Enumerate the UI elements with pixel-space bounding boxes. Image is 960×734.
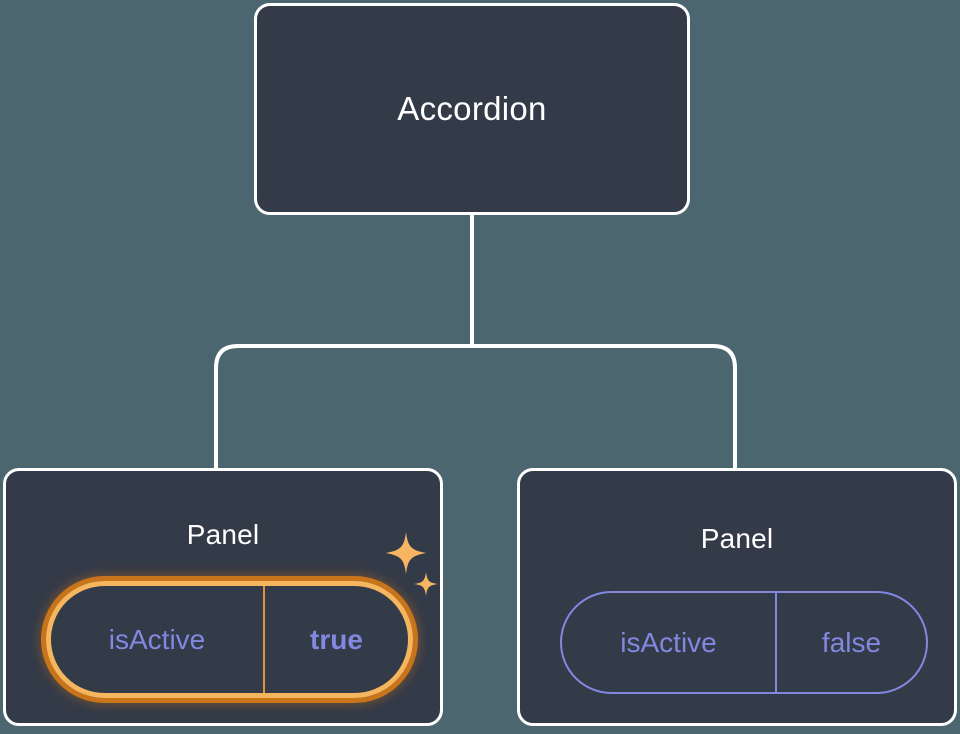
node-panel-inactive-title: Panel [700, 523, 774, 554]
node-accordion-title: Accordion [397, 90, 547, 127]
node-panel-active-title: Panel [186, 519, 260, 550]
node-accordion[interactable]: Accordion [254, 3, 690, 215]
node-panel-active[interactable]: Panel isActive true [3, 468, 443, 726]
prop-pill-inner-ring: isActive true [46, 581, 413, 698]
prop-key-label: isActive [51, 586, 265, 693]
node-panel-inactive[interactable]: Panel isActive false [517, 468, 957, 726]
edge-branch-bar [214, 344, 737, 468]
prop-pill-isactive-true[interactable]: isActive true [41, 576, 418, 703]
prop-value-label: true [310, 623, 363, 655]
prop-pill-isactive-false[interactable]: isActive false [560, 591, 928, 694]
prop-key-label: isActive [562, 593, 777, 692]
prop-value-label: false [821, 626, 882, 658]
